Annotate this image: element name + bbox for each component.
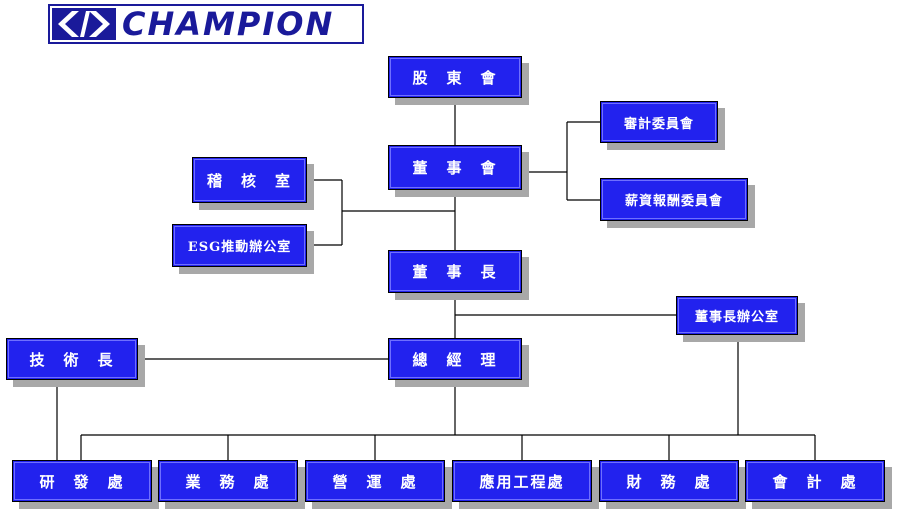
box-internal-audit: 稽 核 室 xyxy=(192,157,307,203)
box-chairman: 董 事 長 xyxy=(388,250,522,293)
logo-text: CHAMPION xyxy=(122,5,335,43)
box-president: 總 經 理 xyxy=(388,338,522,380)
box-board: 董 事 會 xyxy=(388,145,522,190)
box-operations: 營 運 處 xyxy=(305,460,445,502)
box-remuneration-committee: 薪資報酬委員會 xyxy=(600,178,748,221)
box-rd: 研 發 處 xyxy=(12,460,152,502)
box-audit-committee: 審計委員會 xyxy=(600,101,718,143)
box-cto: 技 術 長 xyxy=(6,338,138,380)
box-shareholders: 股 東 會 xyxy=(388,56,522,98)
box-sales: 業 務 處 xyxy=(158,460,298,502)
company-logo: CHAMPION xyxy=(48,4,364,44)
box-chairman-office: 董事長辦公室 xyxy=(676,296,798,335)
logo-mark-icon xyxy=(52,8,116,40)
box-accounting: 會 計 處 xyxy=(745,460,885,502)
box-esg-office: ESG推動辦公室 xyxy=(172,224,307,267)
box-finance: 財 務 處 xyxy=(599,460,739,502)
box-application-engineering: 應用工程處 xyxy=(452,460,592,502)
